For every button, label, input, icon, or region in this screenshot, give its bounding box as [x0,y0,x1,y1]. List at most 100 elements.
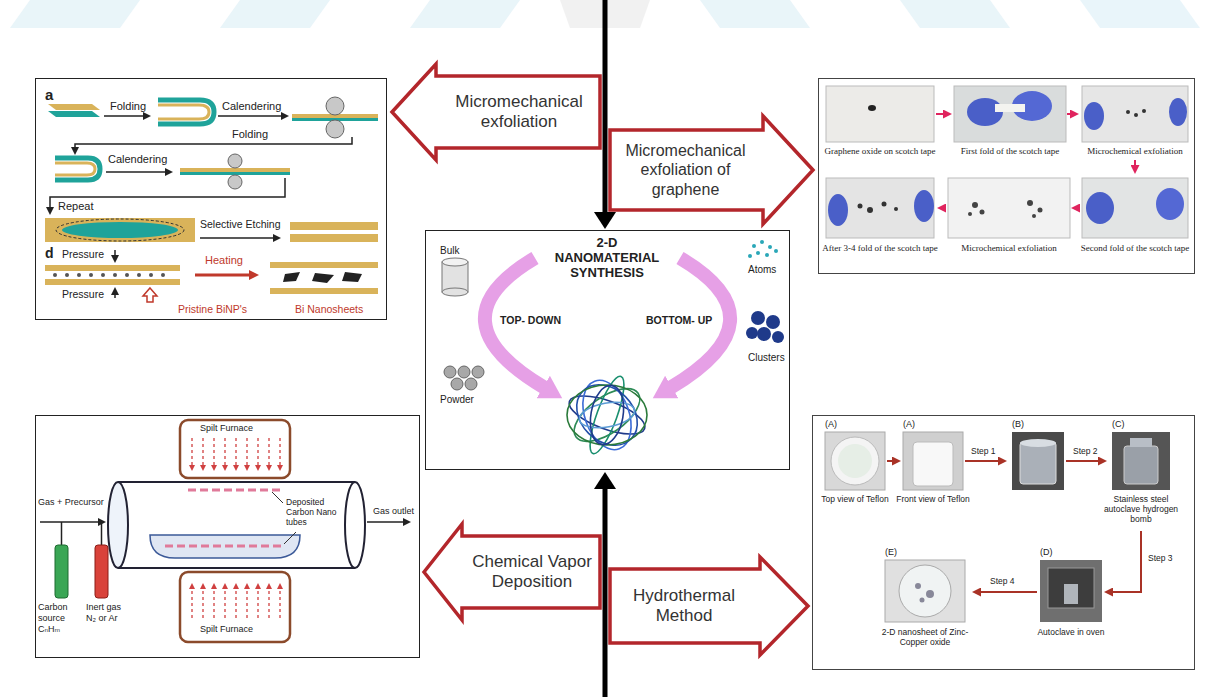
scotch-tape-photos-part [945,207,946,209]
hydrothermal-photos [825,432,1170,622]
synthesis-illustration-part-part [458,366,470,378]
hydrothermal-photos-part [1064,584,1078,604]
cvd-illustration-part-part [191,588,192,618]
hydrothermal-photos-part [1040,560,1102,622]
label-text: Calendering [222,100,281,113]
scotch-tape-photos-part [995,104,1025,112]
scotch-tape-photos-part [1169,98,1187,126]
label-text: Inert gas N₂ or Ar [86,602,132,624]
synthesis-illustration-part-part [472,366,484,378]
label-text: (C) [1112,419,1125,430]
cvd-illustration-part-part [279,438,280,466]
scotch-tape-photos-part [1038,208,1043,213]
photo-caption: Microchemical exfoliation [1076,146,1194,157]
label-text: Deposited Carbon Nano tubes [286,497,342,528]
scotch-tape-photos-part [972,202,978,208]
scotch-tape-photos-part [936,113,944,115]
cvd-illustration-part-part [191,438,192,466]
method-block-arrow: Chemical Vapor Deposition [422,522,602,622]
calendering-illustration-part [290,222,378,230]
label-text: Pressure [62,248,104,261]
calendering-illustration-part [56,219,184,241]
watermark-part [900,0,1010,28]
calendering-illustration-part-part [101,273,105,277]
calendering-illustration-part-part [77,273,81,277]
label-text: BOTTOM- UP [646,314,712,327]
cvd-illustration-part-part [257,438,258,466]
scotch-tape-photos [826,86,1188,238]
scotch-tape-photos-part [948,178,1070,238]
calendering-illustration-part-part [53,273,57,277]
calendering-illustration-part-part [125,273,129,277]
scotch-tape-photos-part [1126,110,1130,114]
cvd-illustration-part [150,535,300,558]
scotch-tape-photos-part [1134,113,1138,117]
label-text: Powder [440,394,474,406]
cvd-illustration-part [345,482,365,568]
calendering-illustration-part [270,262,378,268]
hydrothermal-photos-part [1020,439,1056,447]
hydrothermal-photos-part [887,460,893,462]
calendering-illustration-part [283,272,300,282]
calendering-illustration-part [114,294,116,298]
label-text: (B) [1012,419,1024,430]
cvd-illustration-part [108,482,128,568]
calendering-illustration-part-part [137,273,141,277]
calendering-illustration-part [218,115,282,117]
hydrothermal-photos-part [965,460,999,462]
label-text: Atoms [748,264,776,276]
watermark-part [410,0,520,28]
synthesis-illustration-part-part [772,331,784,343]
cvd-illustration-part [101,522,103,545]
synthesis-illustration-part-part [751,311,765,325]
label-text: Step 4 [990,576,1015,586]
label-text: Gas + Precursor [38,497,104,508]
calendering-illustration-part [195,274,250,277]
calendering-illustration-part [158,105,209,119]
synthesis-illustration-part-part [586,383,628,448]
synthesis-illustration-part [444,366,484,390]
photo-caption: First fold of the scotch tape [951,146,1069,157]
hydrothermal-photos-part [926,590,934,598]
axis-arrow-part [603,487,608,697]
calendering-illustration-part-part [161,273,165,277]
cvd-illustration-part-part [235,438,236,466]
calendering-illustration-part [143,288,157,302]
photo-caption: Second fold of the scotch tape [1076,243,1194,254]
label-text: (A) [903,419,915,430]
label-text: Folding [232,128,268,141]
block-arrow-outline [610,557,808,655]
label-text: (A) [825,419,837,430]
cvd-panel: Spilt FurnaceGas + PrecursorGas outletDe… [35,415,420,658]
calendering-illustration-part [158,100,214,124]
calendering-illustration-part [106,171,166,173]
calendering-illustration-part [104,115,144,117]
cvd-illustration-part-part [202,588,203,618]
label-text: Spilt Furnace [200,423,253,434]
calendering-illustration-part [342,272,362,282]
panel-letter: d [45,245,54,262]
cvd-illustration-part [95,545,108,598]
synthesis-illustration-part [442,258,468,266]
cvd-illustration-part [165,545,285,548]
hydrothermal-photos-part [1066,460,1099,462]
scotch-tape-photos-part [894,207,898,211]
calendering-illustration-part [180,168,290,172]
scotch-tape-photos-part [1082,178,1188,238]
panel-letter: a [45,86,53,104]
calendering-illustration-part [290,234,378,242]
method-label: Micromechanical exfoliation [440,92,598,133]
method-block-arrow: Micromechanical exfoliation [390,62,602,162]
synthesis-illustration-part-part [451,378,463,390]
watermark-part [700,0,810,28]
scotch-tape-photos-part [1082,86,1188,142]
cvd-illustration-part [180,572,290,642]
axis-arrow-part [594,212,616,229]
label-text: Bi Nanosheets [295,303,363,316]
cvd-illustration-part [188,489,282,492]
calendering-illustration-part [312,273,334,283]
cvd-illustration-part-part [213,588,214,618]
cvd-illustration-part-part [257,588,258,618]
hydrothermal-photos-part [980,591,1037,593]
